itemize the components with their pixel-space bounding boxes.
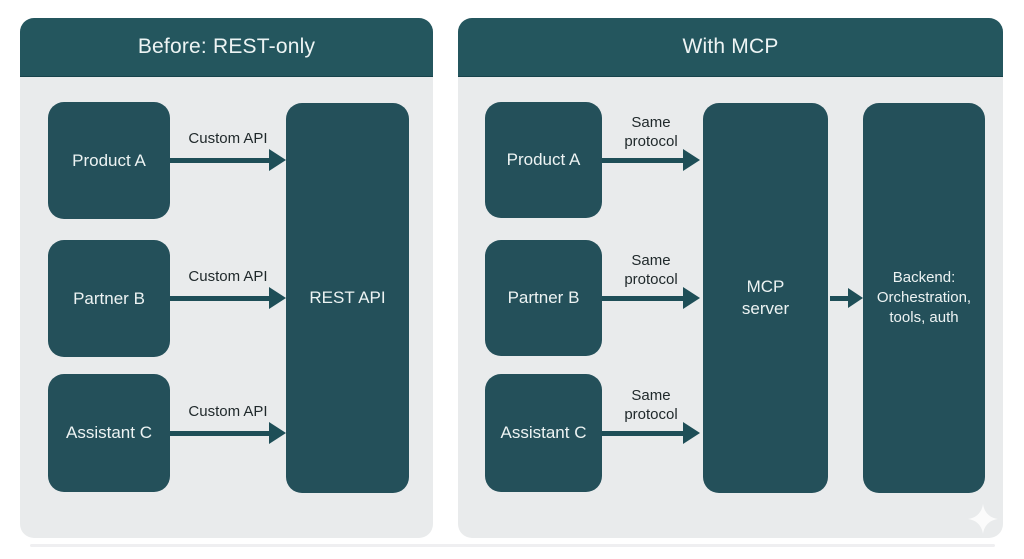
arrow-head-icon xyxy=(683,422,700,444)
same-protocol-arrow-2 xyxy=(602,287,700,309)
sparkle-icon xyxy=(968,504,998,534)
left-product-a-box: Product A xyxy=(48,102,170,219)
with-mcp-panel-title: With MCP xyxy=(682,35,779,58)
left-assistant-c-label: Assistant C xyxy=(66,423,152,442)
mcp-to-backend-arrow xyxy=(830,288,863,308)
right-product-a-label: Product A xyxy=(506,150,581,169)
mcp-server-box: MCP server xyxy=(703,103,828,493)
left-partner-b-label: Partner B xyxy=(73,288,145,308)
arrow-shaft xyxy=(170,430,271,436)
before-panel-title: Before: REST-only xyxy=(137,35,316,58)
same-protocol-label-2: Same protocol xyxy=(611,251,691,289)
before-panel-header: Before: REST-only xyxy=(20,18,433,77)
arrow-shaft xyxy=(602,430,685,436)
backend-label: Backend: Orchestration, tools, auth xyxy=(876,269,972,326)
custom-api-label-3: Custom API xyxy=(188,403,268,420)
rest-api-box: REST API xyxy=(286,103,409,493)
bottom-shadow-line xyxy=(30,544,995,547)
with-mcp-panel-header: With MCP xyxy=(458,18,1003,77)
custom-api-label-1: Custom API xyxy=(188,130,268,147)
same-protocol-text: Same protocol xyxy=(624,252,678,288)
right-product-a-box: Product A xyxy=(485,102,602,218)
custom-api-label-2: Custom API xyxy=(188,268,268,285)
arrow-shaft xyxy=(170,295,271,301)
mcp-server-label: MCP server xyxy=(741,277,790,318)
right-partner-b-label: Partner B xyxy=(507,288,580,307)
arrow-shaft xyxy=(602,157,685,163)
backend-box: Backend: Orchestration, tools, auth xyxy=(863,103,985,493)
arrow-head-icon xyxy=(848,288,863,308)
same-protocol-label-1: Same protocol xyxy=(611,113,691,151)
custom-api-arrow-1 xyxy=(170,149,286,171)
arrow-head-icon xyxy=(269,287,286,309)
same-protocol-text: Same protocol xyxy=(624,387,678,423)
custom-api-arrow-2 xyxy=(170,287,286,309)
same-protocol-arrow-1 xyxy=(602,149,700,171)
before-rest-only-panel: Before: REST-only Product A Partner B As… xyxy=(20,18,433,538)
custom-api-arrow-3 xyxy=(170,422,286,444)
arrow-head-icon xyxy=(683,149,700,171)
left-partner-b-box: Partner B xyxy=(48,240,170,357)
left-product-a-label: Product A xyxy=(72,150,146,170)
right-assistant-c-box: Assistant C xyxy=(485,374,602,492)
arrow-shaft xyxy=(602,295,685,301)
right-partner-b-box: Partner B xyxy=(485,240,602,356)
arrow-shaft xyxy=(170,157,271,163)
left-assistant-c-box: Assistant C xyxy=(48,374,170,492)
arrow-head-icon xyxy=(269,149,286,171)
same-protocol-label-3: Same protocol xyxy=(611,386,691,424)
with-mcp-panel: With MCP Product A Partner B Assistant C… xyxy=(458,18,1003,538)
arrow-head-icon xyxy=(269,422,286,444)
rest-api-label: REST API xyxy=(309,288,386,307)
arrow-head-icon xyxy=(683,287,700,309)
same-protocol-text: Same protocol xyxy=(624,114,678,150)
arrow-shaft xyxy=(830,295,850,301)
right-assistant-c-label: Assistant C xyxy=(500,423,587,442)
same-protocol-arrow-3 xyxy=(602,422,700,444)
